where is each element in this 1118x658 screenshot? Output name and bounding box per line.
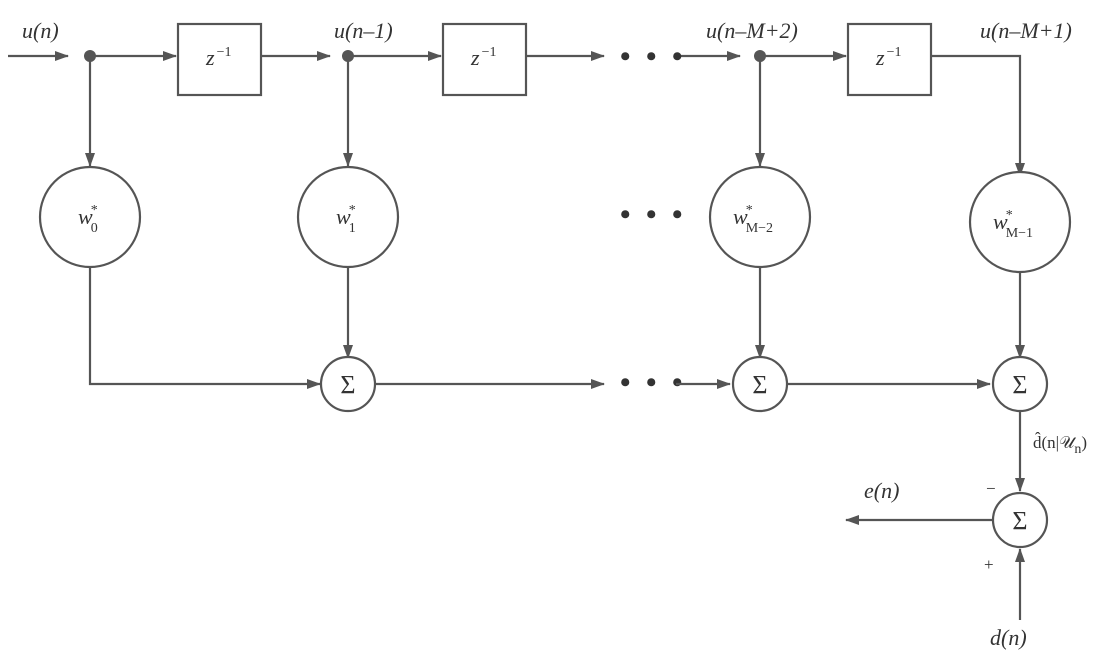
label-u-n-M1: u(n–M+1) <box>980 18 1072 43</box>
label-estimate: d̂(n|𝒰n) <box>1033 432 1087 457</box>
weight-wM2 <box>708 165 812 269</box>
label-plus: + <box>984 555 994 574</box>
weight-label-wM2: w*M−2 <box>733 203 773 236</box>
label-error: e(n) <box>864 478 899 503</box>
w0-to-sum1 <box>88 267 321 389</box>
label-desired: d(n) <box>990 625 1027 650</box>
delay-box-1 <box>176 22 263 97</box>
label-u-n-M2: u(n–M+2) <box>706 18 798 43</box>
delay-box-3 <box>846 22 933 97</box>
weight-label-w1: w*1 <box>336 203 356 236</box>
summer-label-3: Σ <box>1012 371 1027 400</box>
label-minus: − <box>986 479 996 498</box>
ellipsis-top: • • • <box>620 40 687 73</box>
delay-box-2 <box>441 22 528 97</box>
summer-label-1: Σ <box>340 371 355 400</box>
line-delay3-to-wM1 <box>931 54 1025 177</box>
weight-label-wM1: w*M−1 <box>993 208 1033 241</box>
summer-2 <box>731 355 789 413</box>
weight-wM1 <box>968 170 1072 274</box>
weight-label-w0: w*0 <box>78 203 98 236</box>
ellipsis-middle: • • • <box>620 198 687 231</box>
delay-label-3: z−1 <box>875 45 901 70</box>
delay-label-2: z−1 <box>470 45 496 70</box>
label-u-n-1: u(n–1) <box>334 18 393 43</box>
ellipsis-bottom: • • • <box>620 366 687 399</box>
summer-label-2: Σ <box>752 371 767 400</box>
summer-1 <box>319 355 377 413</box>
label-u-n: u(n) <box>22 18 59 43</box>
delay-label-1: z−1 <box>205 45 231 70</box>
summer-label-error: Σ <box>1012 507 1027 536</box>
